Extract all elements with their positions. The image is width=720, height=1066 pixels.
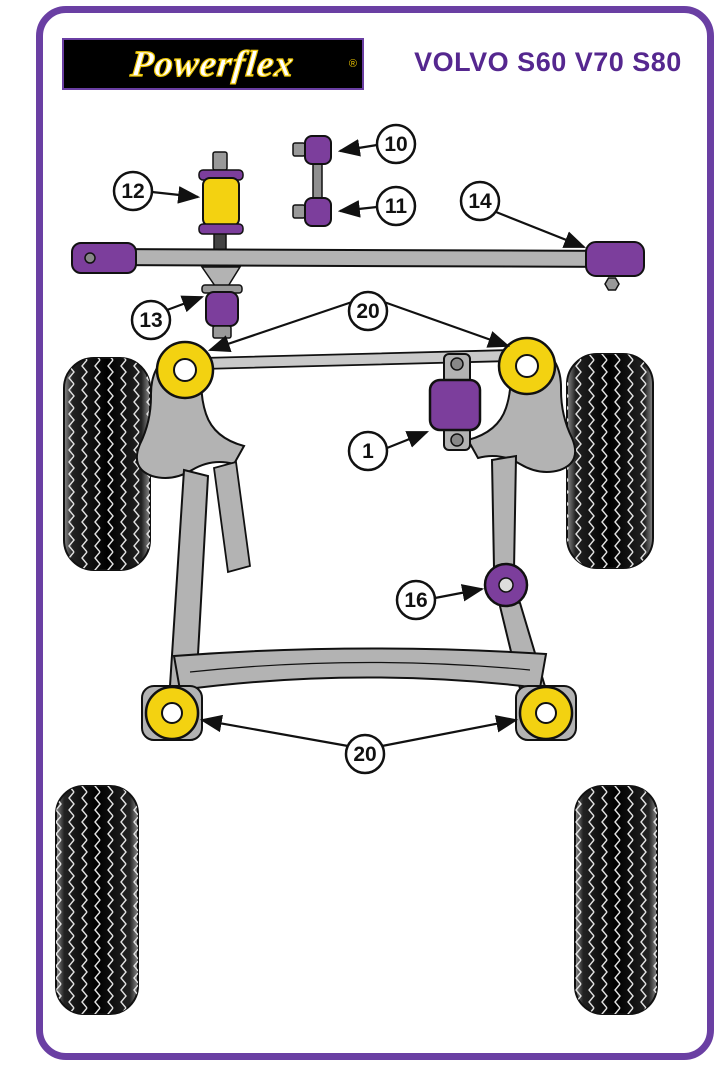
callout-12-circle — [112, 170, 154, 212]
tire-rear-right — [574, 785, 658, 1015]
torque-arm-bar — [75, 247, 643, 269]
engine-mount-bushing — [428, 378, 482, 432]
torque-arm-front-mount-bushing — [71, 242, 137, 274]
link-bushing-top — [304, 135, 332, 165]
upper-engine-mount-bushing — [202, 177, 240, 227]
engine-mount-bolt-top — [450, 357, 464, 371]
callout-20-top: 20 — [347, 290, 389, 332]
callout-11-circle — [375, 185, 417, 227]
callout-14-arrow — [495, 210, 587, 249]
engine-mount-bolt-bottom — [450, 433, 464, 447]
callout-20-bottom-arrow-right — [381, 715, 519, 748]
rear-mount-bolt — [604, 277, 620, 291]
powerflex-logo: Powerflex ® — [62, 38, 364, 90]
callout-11-label: 11 — [385, 195, 408, 218]
callout-20-bottom-label: 20 — [353, 743, 376, 766]
subframe-right-member — [490, 454, 518, 572]
callout-20-top-label: 20 — [356, 300, 379, 323]
callout-10-label: 10 — [384, 133, 407, 156]
subframe-bushing-front-right-center — [515, 354, 539, 378]
lower-torque-mount-bushing — [205, 291, 239, 327]
callout-13: 13 — [130, 299, 172, 341]
callout-11-arrow — [337, 200, 378, 218]
callout-arrows — [151, 139, 587, 748]
callout-16-arrow — [434, 584, 485, 602]
callout-20-top-arrow-right — [383, 300, 511, 348]
callout-14-circle — [459, 180, 501, 222]
callout-1-label: 1 — [362, 440, 374, 463]
callouts: 10 11 12 13 14 20 — [112, 123, 501, 775]
callout-20-bottom-arrow-left — [199, 714, 349, 748]
page-title: VOLVO S60 V70 S80 — [414, 47, 682, 77]
callout-1-circle — [347, 430, 389, 472]
lower-bushing-bolt — [212, 325, 232, 339]
callout-13-circle — [130, 299, 172, 341]
callout-12-label: 12 — [121, 180, 144, 203]
purple-border-frame — [36, 6, 714, 1060]
callout-1: 1 — [347, 430, 389, 472]
tire-front-right — [566, 353, 654, 569]
callout-16-circle — [395, 579, 437, 621]
callout-16-label: 16 — [404, 589, 427, 612]
link-bushing-bottom — [304, 197, 332, 227]
callout-10-arrow — [337, 139, 378, 157]
callout-16: 16 — [395, 579, 437, 621]
subframe-bushing-rear-left-center — [161, 702, 183, 724]
subframe — [136, 340, 577, 741]
upper-bushing-cap-bottom — [198, 223, 244, 235]
link-top-bolt — [292, 142, 306, 157]
torque-arm-assembly — [71, 151, 645, 339]
subframe-rear-crossmember — [172, 647, 548, 692]
callout-10-circle — [375, 123, 417, 165]
subframe-bushings — [144, 336, 574, 741]
torque-arm-rear-mount-bushing — [585, 241, 645, 277]
tire-rear-left — [55, 785, 139, 1015]
link-bottom-bolt — [292, 204, 306, 219]
callout-20-bottom: 20 — [344, 733, 386, 775]
callout-14-label: 14 — [468, 190, 492, 213]
callout-12-arrow — [151, 186, 201, 204]
drop-link-assembly — [292, 135, 332, 227]
rear-link-bushing-center — [498, 577, 514, 593]
callout-14: 14 — [459, 180, 501, 222]
callout-20-top-circle — [347, 290, 389, 332]
callout-13-label: 13 — [139, 309, 162, 332]
callout-10: 10 — [375, 123, 417, 165]
callout-20-bottom-circle — [344, 733, 386, 775]
subframe-diagonal-strap — [213, 460, 251, 574]
callout-12: 12 — [112, 170, 154, 212]
callout-13-arrow — [166, 295, 205, 313]
subframe-bushing-rear-right-center — [535, 702, 557, 724]
callout-20-top-arrow-left — [207, 300, 353, 352]
front-mount-bolt — [84, 252, 96, 264]
lower-gusset — [200, 266, 242, 298]
registered-trademark-icon: ® — [348, 58, 357, 70]
subframe-bushing-front-left-center — [173, 358, 197, 382]
upper-bushing-bolt — [212, 151, 228, 171]
callout-11: 11 — [375, 185, 417, 227]
callout-1-arrow — [386, 430, 430, 450]
crossmember-detail-line — [189, 661, 531, 673]
